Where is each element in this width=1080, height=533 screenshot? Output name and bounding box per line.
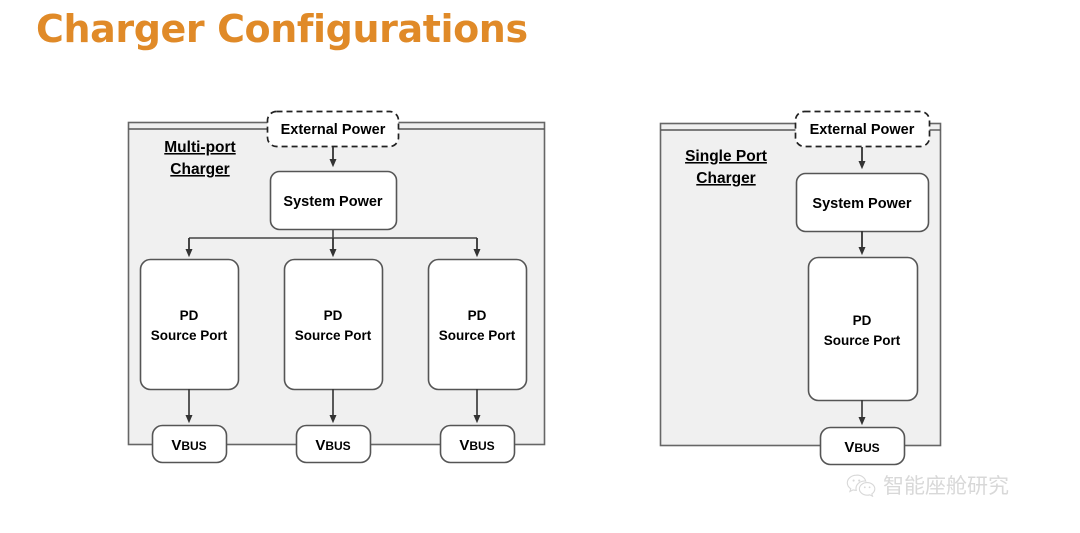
system-power-label-right: System Power <box>812 196 911 212</box>
external-power-box-right[interactable] <box>794 110 931 148</box>
vbus-label-right-small: BUS <box>854 441 879 455</box>
single-port-charger-label-line2: Charger <box>696 170 755 187</box>
pd-source-port-box-2[interactable] <box>283 258 384 391</box>
vbus-label-3-cap: V <box>459 437 469 454</box>
single-port-charger-label-line1: Single Port <box>685 148 767 165</box>
page-title: Charger Configurations <box>36 7 528 51</box>
vbus-label-2-cap: V <box>315 437 325 454</box>
vbus-box-2[interactable] <box>295 424 372 464</box>
multi-port-charger-label-line1: Multi-port <box>164 139 235 156</box>
multi-port-charger-label-line2: Charger <box>170 161 229 178</box>
pd-source-port-label-right-line1: PD <box>853 313 872 328</box>
vbus-label-1-small: BUS <box>181 439 206 453</box>
watermark-text: 智能座舱研究 <box>883 474 1009 498</box>
vbus-label-3-small: BUS <box>469 439 494 453</box>
vbus-label-2-small: BUS <box>325 439 350 453</box>
pd-source-port-box-1[interactable] <box>139 258 240 391</box>
pd-source-port-box-3[interactable] <box>427 258 528 391</box>
pd-source-port-label-1-line1: PD <box>180 308 199 323</box>
single-port-charger-diagram: Single Port Charger External Power Syste… <box>659 110 942 466</box>
external-power-label: External Power <box>281 122 386 138</box>
vbus-label-1-cap: V <box>171 437 181 454</box>
pd-source-port-label-3-line1: PD <box>468 308 487 323</box>
vbus-label-2: VBUS <box>315 437 350 454</box>
wechat-icon <box>846 474 876 497</box>
pd-source-port-box-right[interactable] <box>807 256 919 402</box>
external-power-box[interactable] <box>266 110 400 148</box>
vbus-label-1: VBUS <box>171 437 206 454</box>
pd-source-port-label-right-line2: Source Port <box>824 333 901 348</box>
vbus-label-right: VBUS <box>844 439 879 456</box>
system-power-box[interactable] <box>269 170 398 231</box>
pd-source-port-label-3-line2: Source Port <box>439 328 516 343</box>
vbus-label-3: VBUS <box>459 437 494 454</box>
pd-source-port-label-2-line1: PD <box>324 308 343 323</box>
vbus-box-right[interactable] <box>819 426 906 466</box>
vbus-label-right-cap: V <box>844 439 854 456</box>
pd-source-port-label-1-line2: Source Port <box>151 328 228 343</box>
pd-source-port-label-2-line2: Source Port <box>295 328 372 343</box>
vbus-box-1[interactable] <box>151 424 228 464</box>
external-power-label-right: External Power <box>810 122 915 138</box>
watermark: 智能座舱研究 <box>846 470 1009 500</box>
multi-port-charger-diagram: Multi-port Charger External Power System… <box>127 110 546 464</box>
system-power-label: System Power <box>283 194 382 210</box>
vbus-box-3[interactable] <box>439 424 516 464</box>
